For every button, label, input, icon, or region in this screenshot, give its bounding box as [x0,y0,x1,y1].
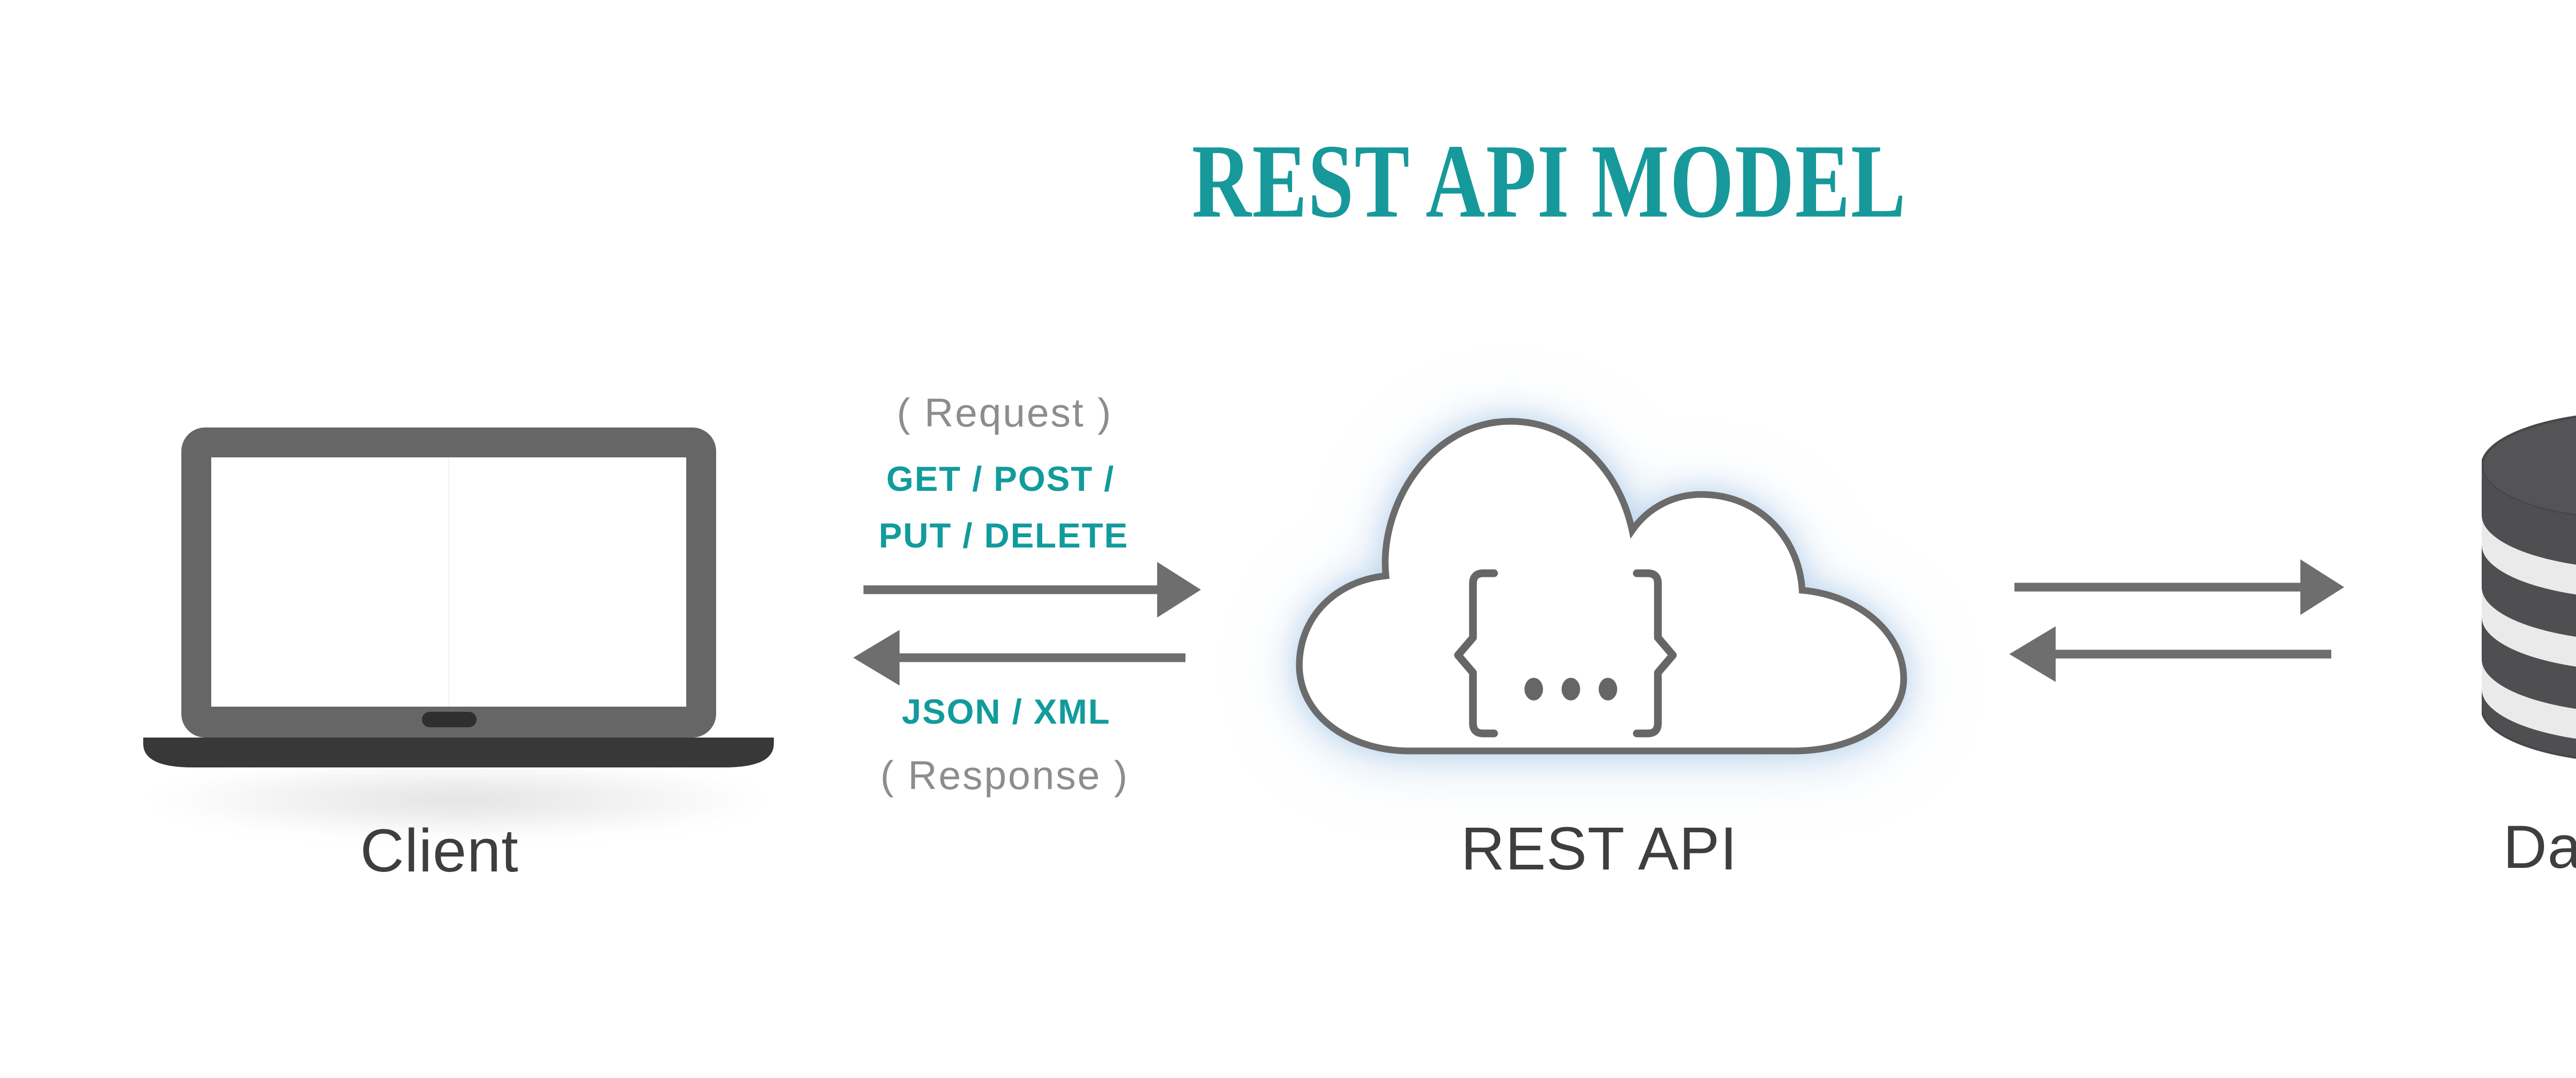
page-title-text: REST API MODEL [1192,123,1907,240]
laptop-base [143,738,774,767]
right-brace [1633,569,1677,738]
request-methods-line1: GET / POST / [886,459,1115,499]
cloud-icon [1296,418,1907,755]
database-cylinder-icon [2482,415,2576,759]
database-top-disk [2482,416,2576,516]
code-braces-icon [1454,569,1677,738]
laptop-screen-seam [448,457,449,707]
client-label: Client [360,817,519,885]
request-arrow-icon [863,562,1201,618]
response-annotation: ( Response ) [880,752,1129,798]
response-arrow-icon [853,630,1185,686]
request-methods-line2: PUT / DELETE [878,516,1129,555]
cloud-outline [1296,418,1907,755]
left-brace [1454,569,1498,738]
code-dots-icon [1524,678,1617,700]
laptop-shadow [103,756,814,844]
request-annotation: ( Request ) [896,390,1113,435]
response-formats: JSON / XML [902,692,1111,731]
database-label: Database [2503,813,2576,881]
laptop-icon [143,427,774,767]
database-bands [2482,515,2576,739]
db-response-arrow-icon [2009,626,2331,682]
laptop-notch [422,712,477,727]
laptop-screen [211,457,686,707]
rest-api-label: REST API [1461,815,1738,883]
db-request-arrow-icon [2014,559,2344,615]
page-title: REST API MODEL [1091,129,2008,234]
